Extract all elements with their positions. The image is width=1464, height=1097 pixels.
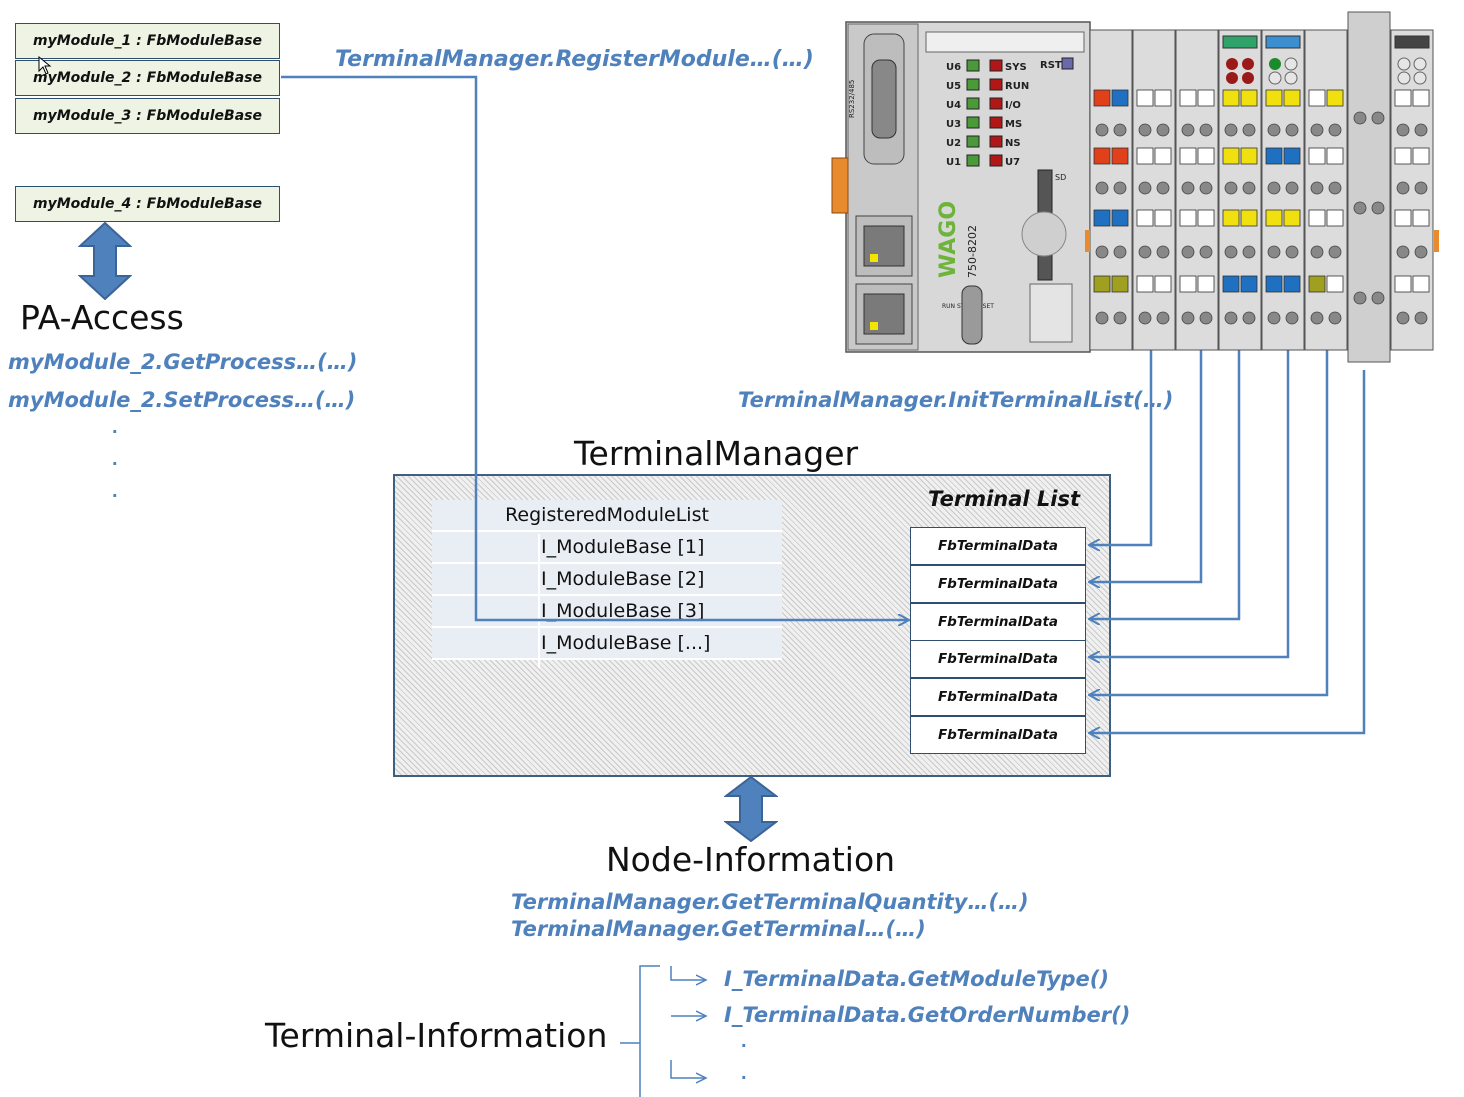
- list-item: I_ModuleBase [1]: [432, 532, 782, 564]
- terminal-data-label: FbTerminalData: [937, 727, 1059, 743]
- init-terminal-list-call: TerminalManager.InitTerminalList(…): [738, 388, 1174, 412]
- module-box-3: myModule_3 : FbModuleBase: [15, 98, 280, 134]
- model-label: 750-8202: [966, 225, 979, 278]
- module-label: myModule_4 : FbModuleBase: [33, 196, 262, 212]
- terminal-data-label: FbTerminalData: [937, 614, 1059, 630]
- header-label: RegisteredModuleList: [505, 504, 709, 526]
- register-module-call: TerminalManager.RegisterModule…(…): [335, 47, 814, 72]
- terminal-data-box-5: FbTerminalData: [910, 678, 1086, 716]
- double-arrow-icon: [78, 222, 132, 300]
- ellipsis-dot: .: [112, 416, 118, 438]
- node-call-quantity: TerminalManager.GetTerminalQuantity…(…): [511, 890, 1029, 914]
- led-label: U4: [946, 100, 961, 111]
- terminal-data-label: FbTerminalData: [937, 651, 1059, 667]
- wago-logo: WAGO: [936, 201, 961, 278]
- module-box-1: myModule_1 : FbModuleBase: [15, 23, 280, 59]
- terminal-list-title: Terminal List: [928, 487, 1081, 511]
- ellipsis-dot: .: [112, 448, 118, 470]
- registered-module-list: RegisteredModuleList I_ModuleBase [1] I_…: [432, 500, 782, 660]
- terminal-data-box-4: FbTerminalData: [910, 640, 1086, 678]
- terminal-data-label: FbTerminalData: [937, 689, 1059, 705]
- led-label: MS: [1005, 119, 1022, 130]
- led-label: I/O: [1005, 100, 1021, 111]
- list-item: I_ModuleBase [3]: [432, 596, 782, 628]
- ellipsis-dot: .: [741, 1062, 747, 1084]
- led-label: U7: [1005, 157, 1020, 168]
- led-label: U6: [946, 62, 961, 73]
- list-item: I_ModuleBase [...]: [432, 628, 782, 660]
- module-label: myModule_2 : FbModuleBase: [33, 70, 262, 86]
- led-label: U2: [946, 138, 961, 149]
- mouse-cursor-icon: [38, 56, 52, 75]
- item-label: I_ModuleBase [3]: [541, 600, 705, 622]
- node-information-title: Node-Information: [606, 840, 896, 879]
- list-item: I_ModuleBase [2]: [432, 564, 782, 596]
- terminal-manager-title: TerminalManager: [574, 434, 859, 473]
- rst-label: RST: [1040, 60, 1062, 71]
- module-label: myModule_1 : FbModuleBase: [33, 33, 262, 49]
- terminal-data-label: FbTerminalData: [937, 576, 1059, 592]
- pa-access-title: PA-Access: [20, 298, 184, 337]
- pa-call-get: myModule_2.GetProcess…(…): [8, 350, 358, 374]
- list-separator: [538, 534, 540, 668]
- node-call-terminal: TerminalManager.GetTerminal…(…): [511, 917, 926, 941]
- ellipsis-dot: .: [741, 1030, 747, 1052]
- terminal-data-box-6: FbTerminalData: [910, 716, 1086, 754]
- item-label: I_ModuleBase [1]: [541, 536, 705, 558]
- terminal-data-box-2: FbTerminalData: [910, 565, 1086, 603]
- terminal-call-ordernumber: I_TerminalData.GetOrderNumber(): [724, 1003, 1131, 1027]
- registered-list-header: RegisteredModuleList: [432, 500, 782, 532]
- led-label: RUN: [1005, 81, 1029, 92]
- ellipsis-dot: .: [112, 480, 118, 502]
- led-label: NS: [1005, 138, 1021, 149]
- led-label: SYS: [1005, 62, 1027, 73]
- led-label: U3: [946, 119, 961, 130]
- terminal-data-box-1: FbTerminalData: [910, 527, 1086, 565]
- pa-call-set: myModule_2.SetProcess…(…): [8, 388, 356, 412]
- led-label: U5: [946, 81, 961, 92]
- led-label: U1: [946, 157, 961, 168]
- terminal-information-title: Terminal-Information: [265, 1016, 608, 1055]
- wago-controller-image: RS232/485 U6 U5 U4 U3 U2 U1 SYS RUN I/O …: [831, 11, 1439, 363]
- terminal-data-box-3: FbTerminalData: [910, 603, 1086, 641]
- terminal-data-label: FbTerminalData: [937, 538, 1059, 554]
- item-label: I_ModuleBase [...]: [541, 632, 711, 654]
- terminal-call-moduletype: I_TerminalData.GetModuleType(): [724, 967, 1109, 991]
- double-arrow-icon: [724, 776, 778, 842]
- item-label: I_ModuleBase [2]: [541, 568, 705, 590]
- port-label: RS232/485: [848, 80, 856, 118]
- module-box-2: myModule_2 : FbModuleBase: [15, 60, 280, 96]
- module-box-4: myModule_4 : FbModuleBase: [15, 186, 280, 222]
- module-label: myModule_3 : FbModuleBase: [33, 108, 262, 124]
- sd-label: SD: [1055, 173, 1066, 182]
